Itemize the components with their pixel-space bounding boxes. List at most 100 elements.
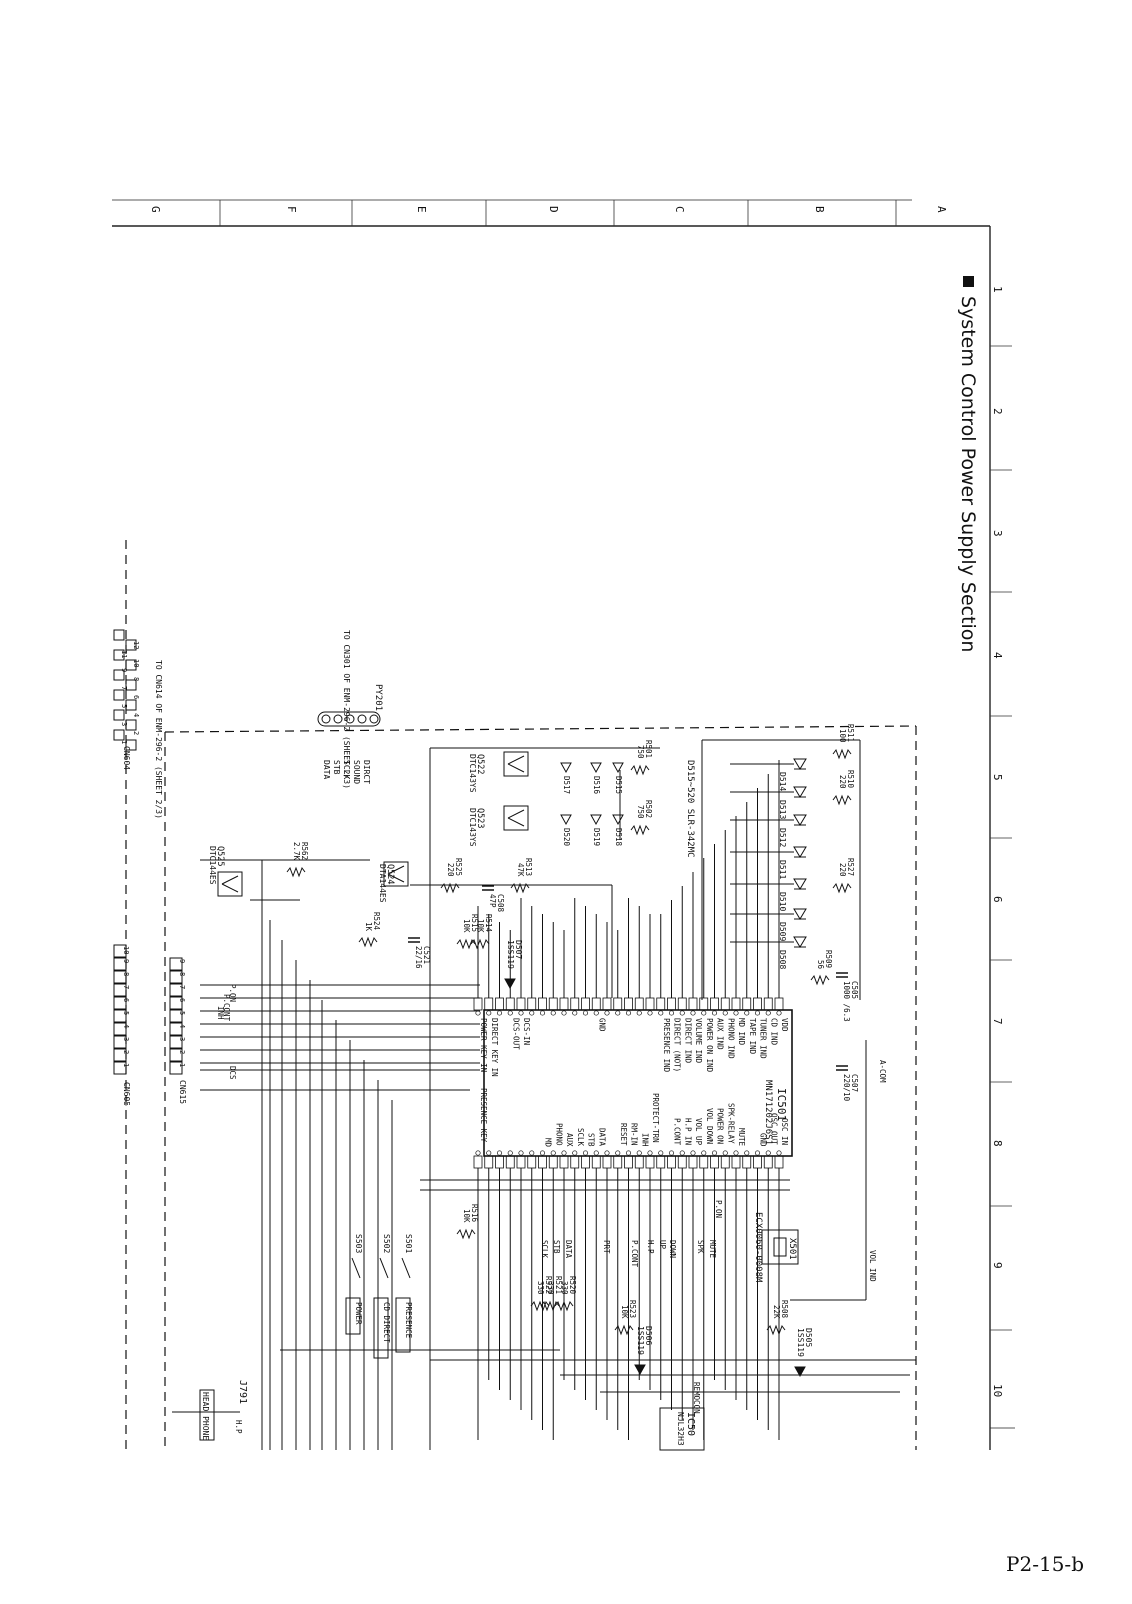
ic501-top-pin-dot xyxy=(507,1010,513,1016)
ic501-bottom-pin-dot xyxy=(668,1150,675,1156)
border-col-6-group: 6 xyxy=(991,896,1004,903)
resistor-value: 10K xyxy=(462,919,471,933)
resistor-ref: R511 xyxy=(846,724,855,742)
signal-dcs: DCS xyxy=(228,1066,237,1080)
ic501-top-pin xyxy=(484,997,494,1011)
py201-pin xyxy=(333,714,343,724)
ic501-bottom-pin-label-group: PROTECT-TRN xyxy=(651,1093,660,1143)
ic501-bottom-pin-label-group: SPK-RELAY xyxy=(726,1103,735,1144)
diode-ref-group: D505 xyxy=(804,1328,813,1347)
resistor-ref: R523 xyxy=(628,1300,637,1318)
py201-pin-label: SOUND xyxy=(352,760,361,784)
ic501-top-pin-dot xyxy=(582,1010,589,1016)
resistor-value-group: 750 xyxy=(636,805,645,819)
ic501-bottom-pin-dot xyxy=(572,1150,578,1156)
ic501-bottom-pin-label-group: STB xyxy=(587,1133,596,1147)
led-ref: D510 xyxy=(778,892,787,911)
ic501-bottom-pin-label: INH xyxy=(640,1133,649,1147)
crystal-x501: ECX0060-0008M X501 xyxy=(753,1212,799,1283)
signal-mute-group: MUTE xyxy=(708,1240,717,1259)
diode-ref: D505 xyxy=(804,1328,813,1347)
ic501-top-pin-label-group: POWER ON IND xyxy=(705,1018,714,1073)
cn615-pin-label: 9 xyxy=(178,959,186,963)
components: R511100R510220R527220R50956R501750R50275… xyxy=(208,724,859,1378)
ic501-bottom-pin-dot xyxy=(744,1150,750,1156)
cap-value-group: 220/10 xyxy=(842,1074,851,1102)
cn615-pin-label-group: 9 xyxy=(178,959,186,963)
led-right-ref: D516 xyxy=(592,776,601,795)
border-col-6: 6 xyxy=(991,896,1004,903)
diode-part: 1SS119 xyxy=(506,940,515,969)
ic501-top-pin-label: DIRECT IND xyxy=(683,1018,692,1064)
ic501-bottom-pin-dot xyxy=(776,1150,782,1156)
ic501-bottom-pin xyxy=(753,1155,762,1169)
transistor-ref: Q525 xyxy=(215,846,225,866)
ic501-top-pin-dot xyxy=(733,1010,739,1016)
cn605-pin xyxy=(113,1035,127,1049)
ic501-top-pin-dot xyxy=(744,1010,750,1016)
page-title: System Control Power Supply Section xyxy=(957,296,979,652)
ic501-top-pin xyxy=(495,997,504,1011)
border-col-2: 2 xyxy=(991,408,1004,415)
ic501-bottom-pin-label: MD xyxy=(544,1138,553,1148)
ic501-bottom-pin-label-group: MD xyxy=(544,1138,553,1148)
led-ref: D509 xyxy=(778,922,787,941)
led-symbol xyxy=(793,908,807,920)
signal-remocon: REMOCON xyxy=(692,1382,701,1414)
cn615-pin-label: 8 xyxy=(178,972,186,976)
signal-sclk: SCLK xyxy=(540,1240,549,1259)
ic501-top-pin xyxy=(656,997,666,1011)
resistor-ref: R514 xyxy=(484,914,493,933)
ic501-top-pin-dot xyxy=(561,1010,567,1016)
ic501-bottom-pin-dot xyxy=(711,1150,718,1156)
cn604-pin-label: 1 xyxy=(120,740,128,744)
cn615-pin-label: 4 xyxy=(178,1024,186,1028)
ic501-top-pin-label-group: TAPE IND xyxy=(748,1018,757,1055)
cn605-pin xyxy=(113,970,127,984)
py201-pin xyxy=(345,714,355,724)
cn604-pin-label-group: 10 xyxy=(132,659,140,667)
ic501-top-pin-label-group: DCS-OUT xyxy=(511,1018,520,1050)
border-col-8: 8 xyxy=(991,1140,1004,1147)
resistor-value: 2.7K xyxy=(292,842,301,861)
border-col-9-group: 9 xyxy=(991,1262,1004,1269)
signal-inh: INH xyxy=(216,1006,225,1020)
py201-pin-label: SCLK xyxy=(342,760,351,779)
switch-label: POWER xyxy=(354,1302,363,1325)
ic501-bottom-pin xyxy=(667,1155,676,1169)
cn604-pin xyxy=(125,679,137,691)
py201-pin-label-group: DATA xyxy=(322,760,331,779)
resistor-symbol xyxy=(630,824,650,836)
cn604-pin xyxy=(113,709,125,721)
cn604-pin-label: 11 xyxy=(120,650,128,658)
jack-ref: J791 xyxy=(237,1380,248,1404)
switch-ref-group: S501 xyxy=(404,1234,413,1253)
led-ref: D513 xyxy=(778,800,787,819)
ic501-bottom-pin-label: MUTE xyxy=(737,1128,746,1147)
cn604-pin-label: 3 xyxy=(120,722,128,726)
cap-value: 1000 /6.3 xyxy=(842,981,851,1022)
ic501-top-pin xyxy=(742,997,752,1011)
resistor-symbol xyxy=(358,936,378,948)
ic501-bottom-pin-dot xyxy=(475,1150,481,1156)
switch-blade xyxy=(379,1257,389,1279)
cn615-pin xyxy=(169,1022,183,1036)
cn615-pin xyxy=(169,983,183,997)
cn605-pin-label-group: 6 xyxy=(122,998,130,1002)
ic501-top-pin xyxy=(677,997,687,1011)
ic501-bottom-pin xyxy=(591,1155,601,1169)
ic501-top-pin xyxy=(559,997,569,1011)
border-row-B-group: B xyxy=(813,206,826,213)
ic501-bottom-pin xyxy=(505,1155,515,1169)
ic501-bottom-pin-label: OSC IN xyxy=(780,1118,789,1145)
signal-acom-group: A-COM xyxy=(878,1060,887,1083)
resistor-ref: R516 xyxy=(470,1204,479,1223)
ic501-bottom-pin-label: SCLK xyxy=(576,1128,585,1147)
switch-label: PRESENCE xyxy=(404,1302,413,1339)
diode-symbol xyxy=(504,978,516,990)
cn605-pin-label: 6 xyxy=(122,998,130,1002)
transistor-body xyxy=(503,805,529,831)
ic501-top-pin-label-group: VDD xyxy=(780,1018,789,1032)
